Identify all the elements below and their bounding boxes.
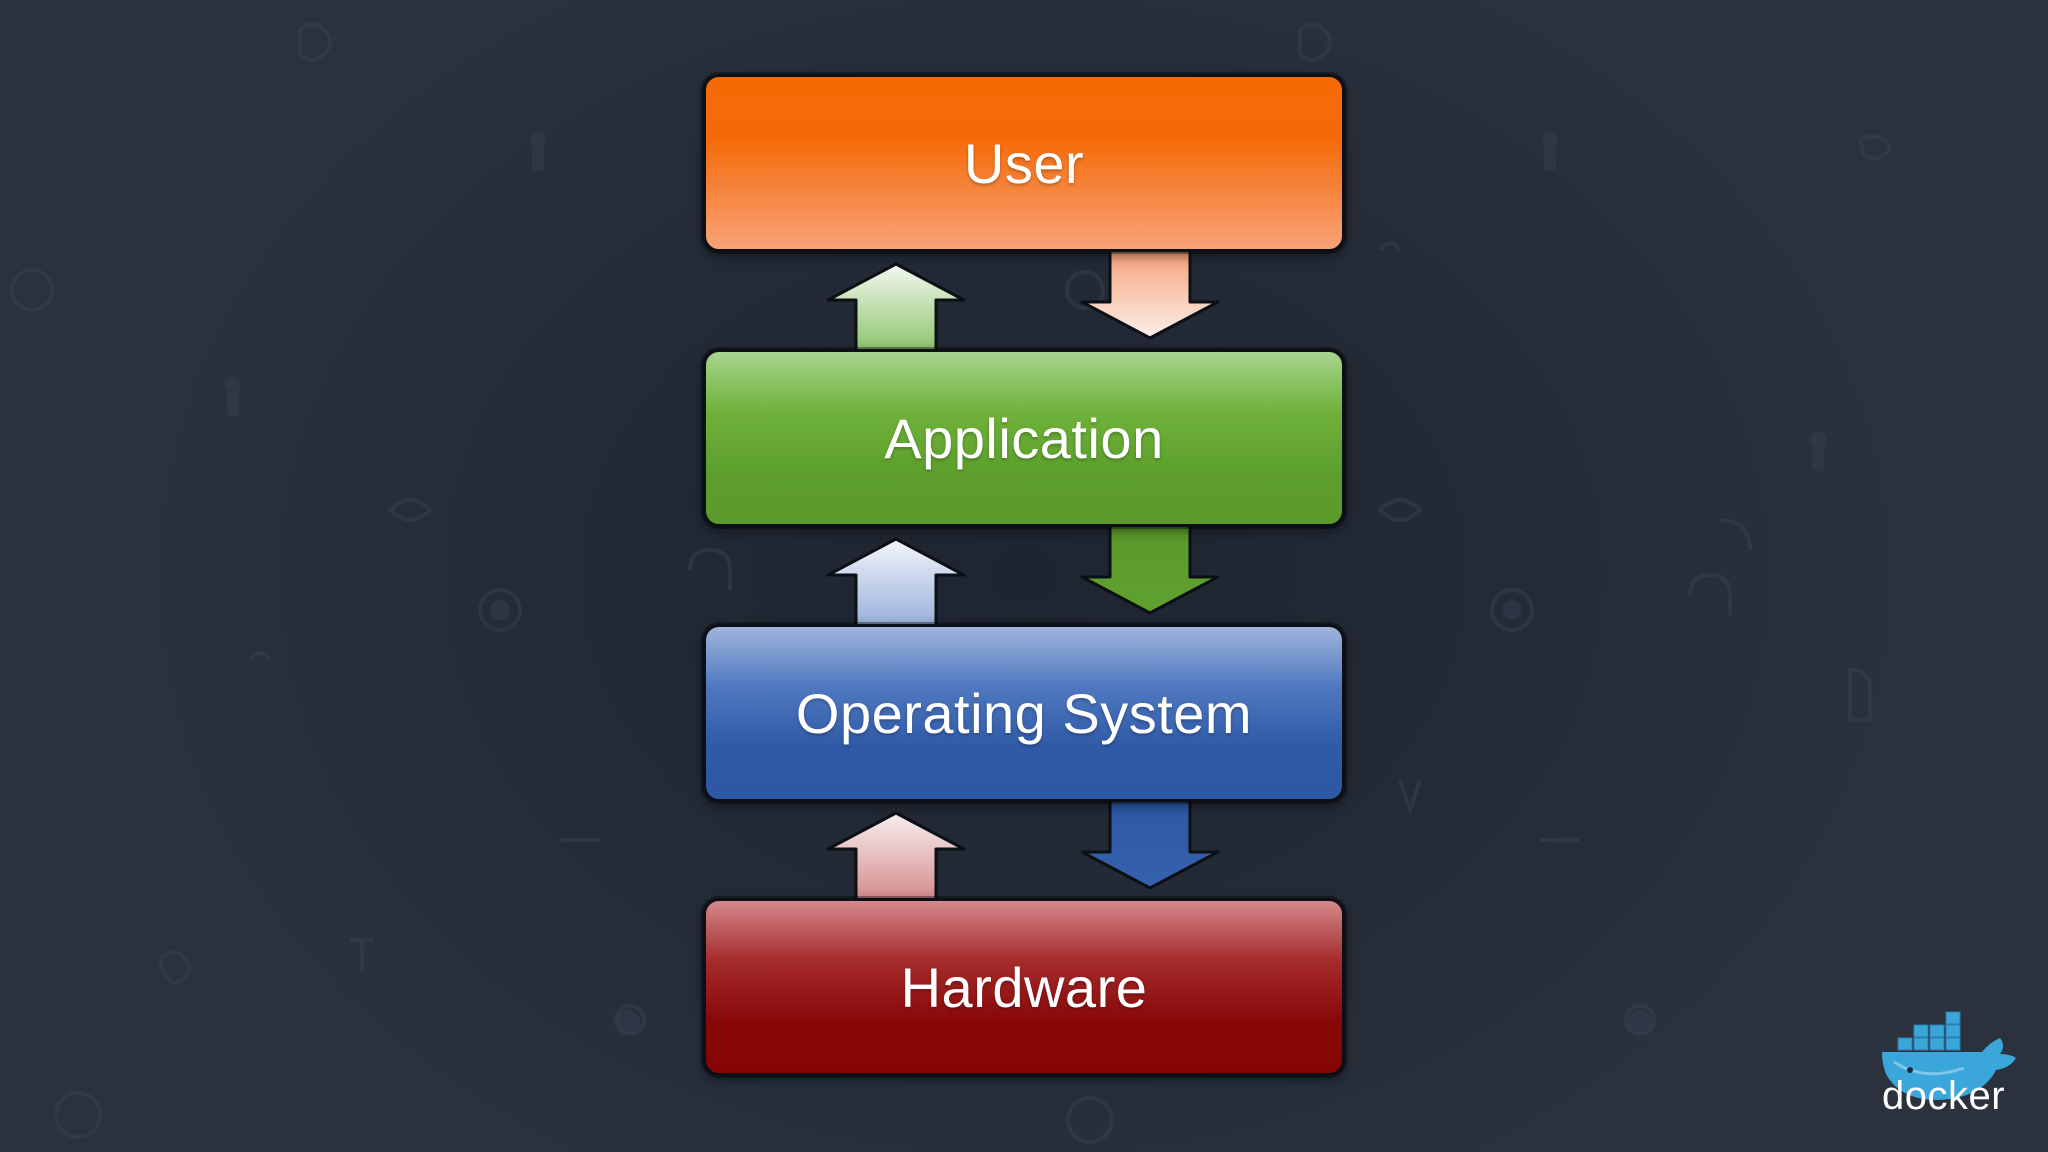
up-arrow-app-to-user — [826, 262, 966, 354]
layer-operating-system-label: Operating System — [795, 681, 1253, 745]
down-arrow-app-to-os — [1080, 523, 1220, 615]
down-arrow-os-to-hw — [1080, 798, 1220, 890]
docker-wordmark: docker — [1882, 1074, 2006, 1118]
up-arrow-os-to-app — [826, 537, 966, 629]
layer-application-label: Application — [884, 406, 1164, 470]
layer-user: User — [703, 74, 1345, 252]
layer-hardware: Hardware — [703, 898, 1345, 1076]
down-arrow-user-to-app — [1080, 248, 1220, 340]
layer-application: Application — [703, 349, 1345, 527]
docker-whale-icon — [1882, 1011, 2016, 1100]
layer-user-label: User — [963, 131, 1085, 195]
up-arrow-hw-to-os — [826, 811, 966, 903]
layer-operating-system: Operating System — [703, 624, 1345, 802]
layer-hardware-label: Hardware — [900, 955, 1148, 1019]
